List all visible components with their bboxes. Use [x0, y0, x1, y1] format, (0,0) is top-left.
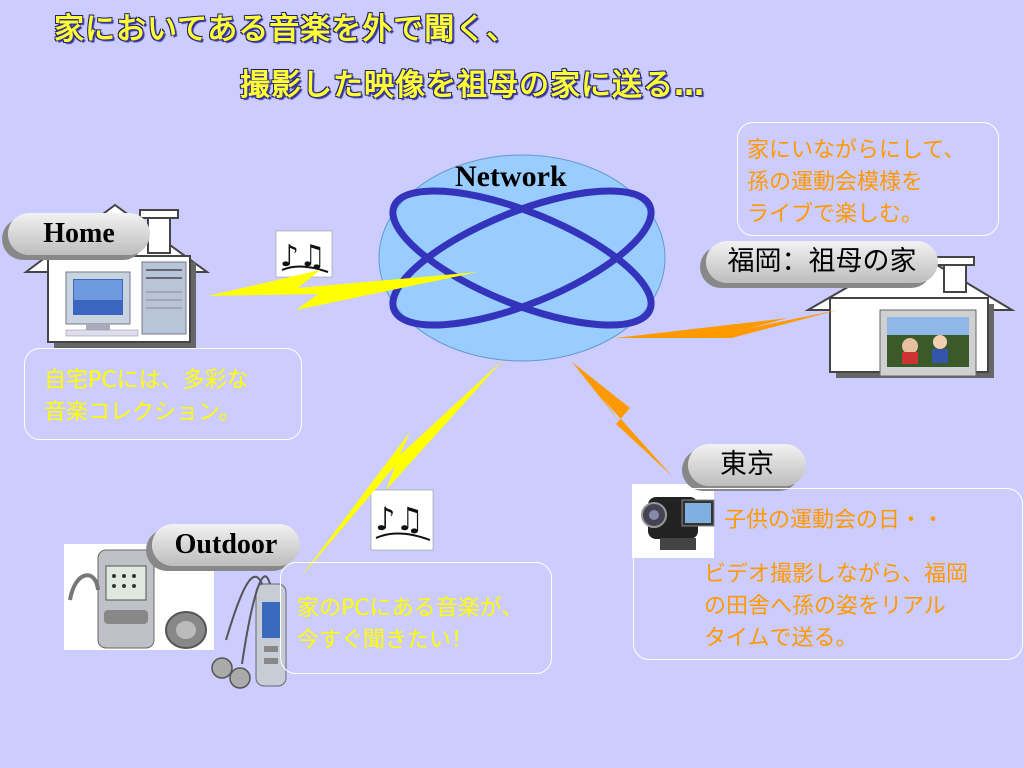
home-caption-line-2: 音楽コレクション。	[44, 400, 241, 425]
music-notes-icon-upper: ♪♫	[275, 230, 333, 278]
fukuoka-label: 福岡：祖母の家	[706, 241, 938, 283]
outdoor-caption-line-1: 家のPCにある音楽が、	[297, 596, 524, 621]
lightning-bolt-tokyo	[572, 362, 672, 476]
tokyo-caption-line-b2: の田舎へ孫の姿をリアル	[704, 594, 946, 619]
network-label: Network	[455, 160, 567, 193]
fukuoka-caption-line-2: 孫の運動会模様を	[747, 170, 924, 195]
title-line-2: 撮影した映像を祖母の家に送る…	[240, 68, 705, 103]
home-caption-line-1: 自宅PCには、多彩な	[44, 368, 249, 393]
music-notes-icon-lower: ♪♫	[370, 489, 434, 551]
lightning-bolt-outdoor	[300, 360, 503, 578]
tokyo-caption-line-b1: ビデオ撮影しながら、福岡	[704, 562, 969, 587]
outdoor-caption-line-2: 今すぐ聞きたい！	[297, 628, 474, 653]
lightning-bolt-home	[208, 270, 478, 310]
mp3-player-icon	[211, 575, 287, 689]
tv-icon	[879, 309, 977, 377]
fukuoka-caption-line-3: ライブで楽しむ。	[747, 202, 924, 227]
home-caption-box: 自宅PCには、多彩な 音楽コレクション。	[24, 348, 302, 440]
svg-text:♪♫: ♪♫	[375, 500, 424, 538]
network-globe	[378, 154, 666, 362]
fukuoka-caption-line-1: 家にいながらにして、	[747, 138, 966, 163]
tokyo-label: 東京	[688, 444, 806, 486]
outdoor-label: Outdoor	[152, 524, 300, 566]
outdoor-caption-box: 家のPCにある音楽が、 今すぐ聞きたい！	[280, 562, 552, 674]
tokyo-caption-line-b3: タイムで送る。	[704, 626, 858, 651]
desktop-pc-icon	[65, 261, 187, 337]
tokyo-caption-box: 子供の運動会の日・・ ビデオ撮影しながら、福岡 の田舎へ孫の姿をリアル タイムで…	[633, 488, 1023, 660]
camcorder-icon	[632, 484, 715, 558]
fukuoka-caption-box: 家にいながらにして、 孫の運動会模様を ライブで楽しむ。	[737, 122, 999, 236]
lightning-bolt-fukuoka	[615, 310, 838, 348]
tokyo-caption-line-a: 子供の運動会の日・・	[724, 508, 945, 533]
title-line-1: 家においてある音楽を外で聞く、	[54, 12, 518, 47]
home-label: Home	[8, 213, 150, 255]
